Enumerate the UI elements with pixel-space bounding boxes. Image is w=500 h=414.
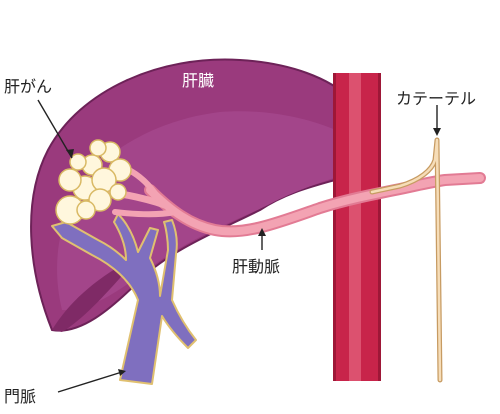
portal-vein xyxy=(51,213,197,385)
aorta-edge-left xyxy=(333,73,336,381)
liver-cancer-leader xyxy=(37,99,73,159)
catheter xyxy=(369,137,443,383)
aorta-highlight xyxy=(349,73,361,381)
aorta-edge-right xyxy=(378,73,381,381)
hepatic-artery-label: 肝動脈 xyxy=(232,257,280,276)
hepatic-artery-arrow xyxy=(258,228,266,236)
liver-lower-shadow xyxy=(52,255,140,332)
catheter-arrow xyxy=(433,128,441,136)
portal-vein-leader xyxy=(57,371,123,393)
artery-branch-2 xyxy=(112,209,178,218)
liver-cancer-label: 肝がん xyxy=(4,77,52,96)
portal-vein-label: 門脈 xyxy=(4,387,36,406)
liver-label: 肝臓 xyxy=(182,71,214,90)
catheter-label: カテーテル xyxy=(396,89,476,108)
tumor-cluster xyxy=(55,139,132,225)
liver-cancer-arrow xyxy=(66,149,74,158)
portal-vein-arrow xyxy=(118,369,126,376)
